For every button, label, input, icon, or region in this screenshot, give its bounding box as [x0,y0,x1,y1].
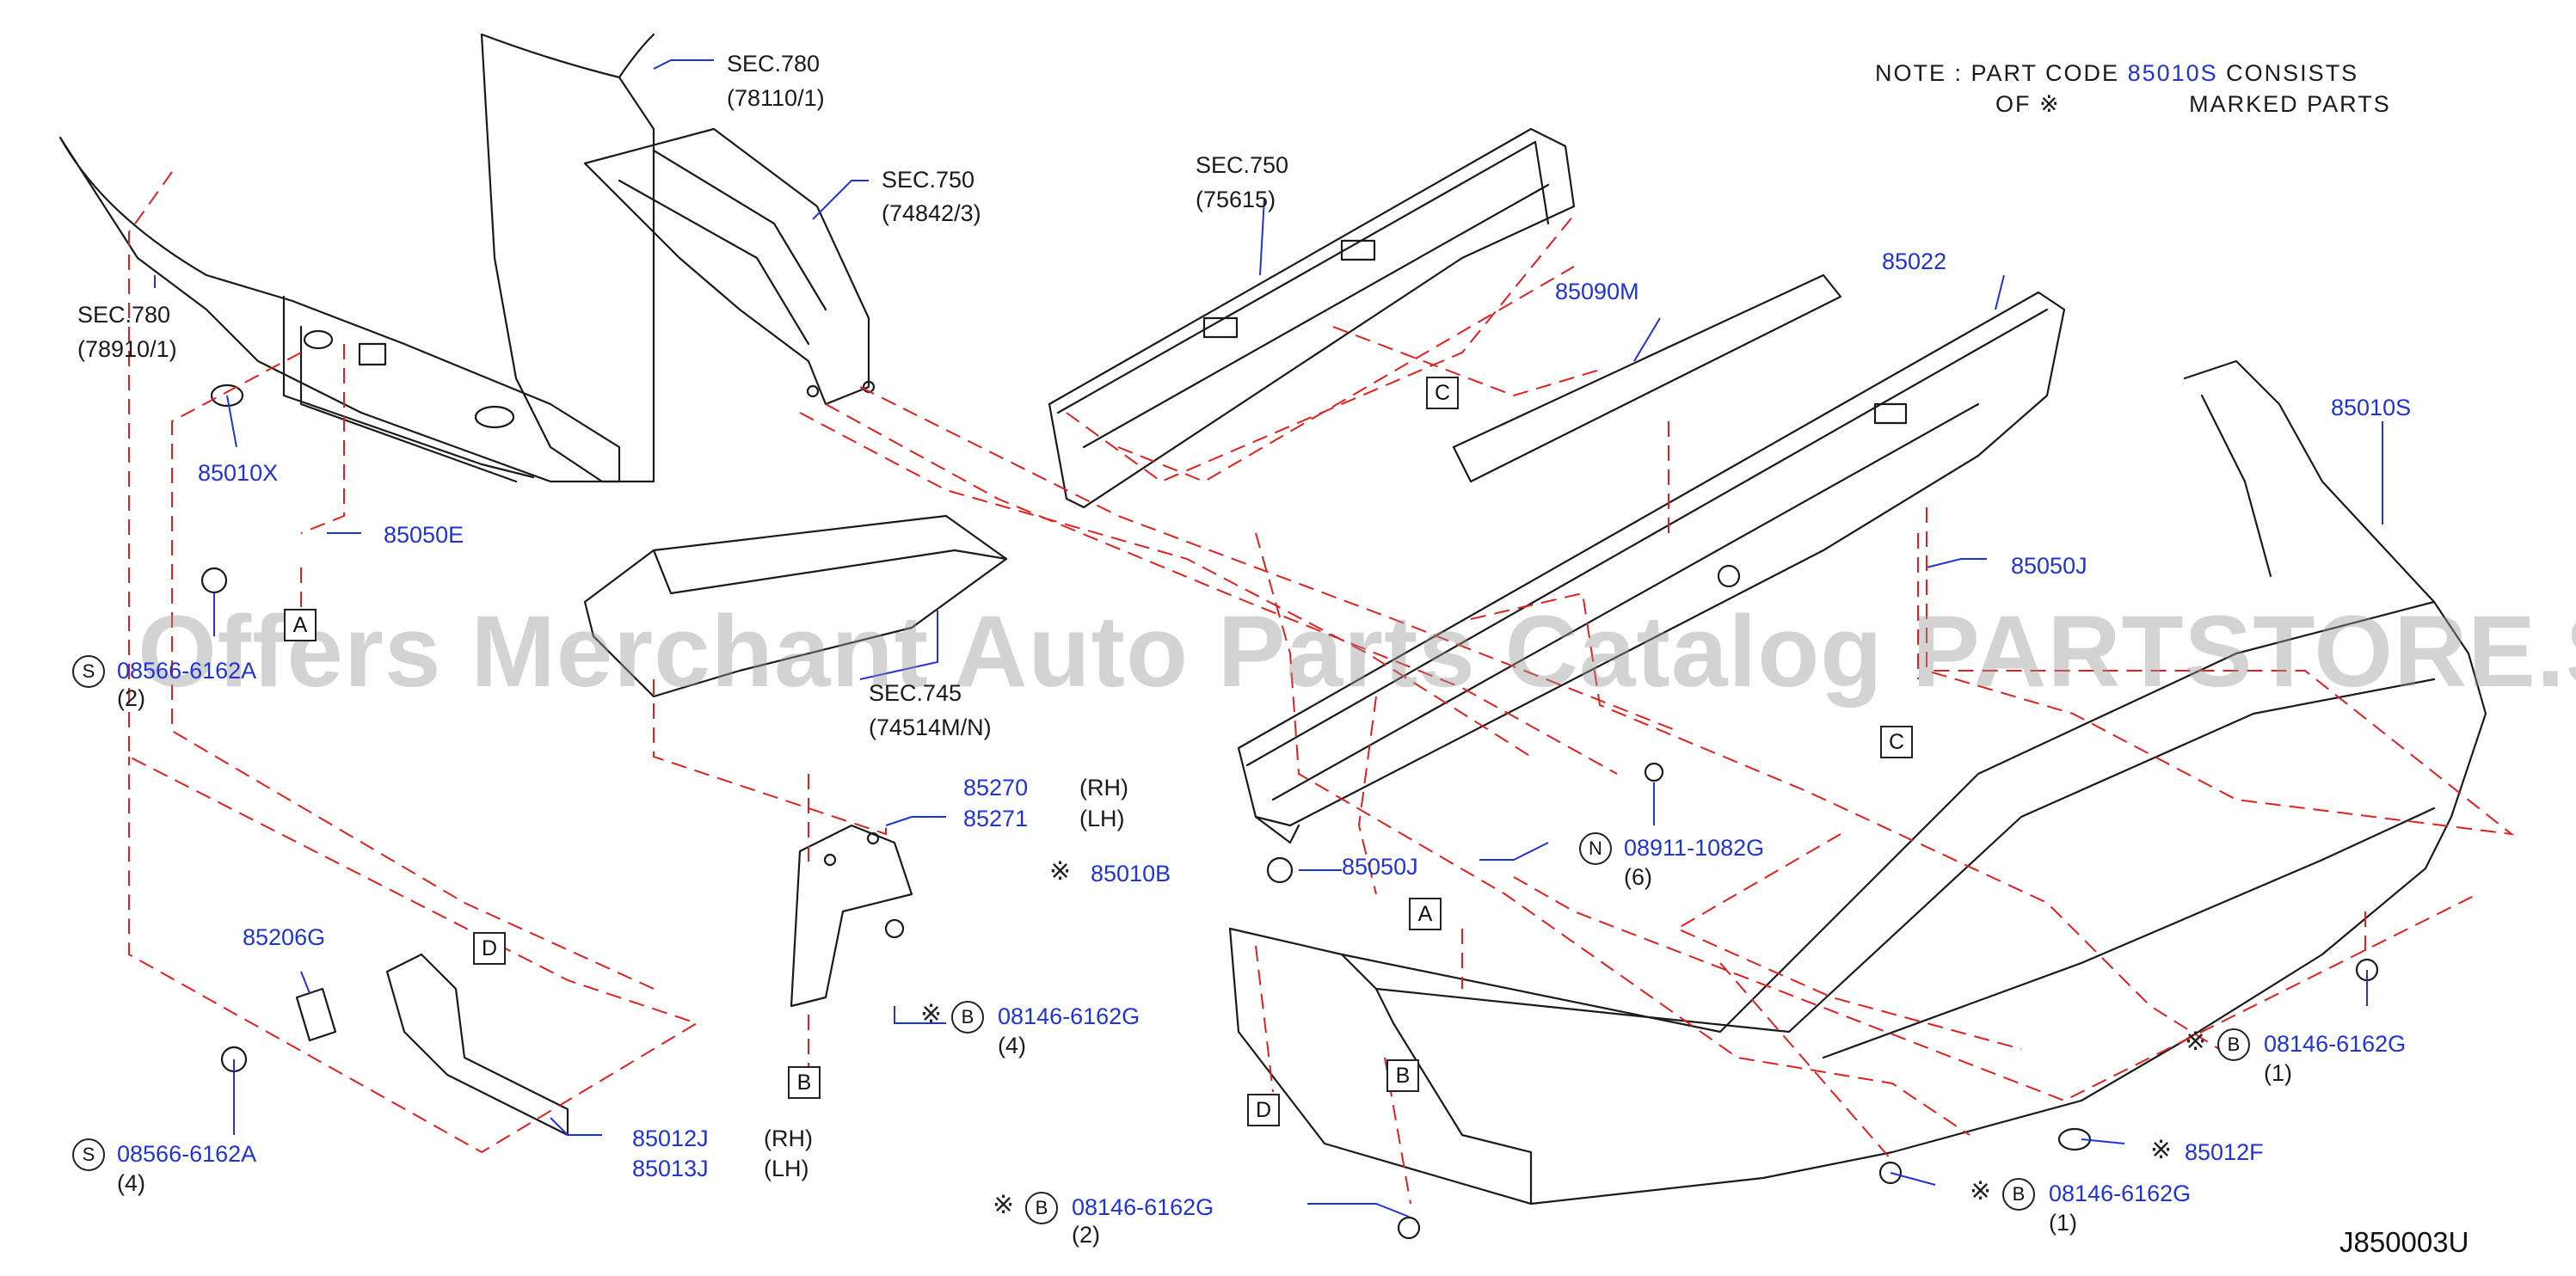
part-85050E-label[interactable]: 85050E [384,522,464,548]
part-85012J-label[interactable]: 85012J [632,1126,709,1151]
prefix-b-right: B [2217,1028,2250,1061]
note-line-2: OF ※ MARKED PARTS [1995,91,2391,118]
part-85010S-label[interactable]: 85010S [2331,395,2412,420]
part-85206G-label[interactable]: 85206G [243,924,326,950]
callout-d-bumper: D [1247,1094,1280,1126]
floor-panel [583,514,1008,698]
part-08566-top-label[interactable]: 08566-6162A [117,658,257,684]
part-08146-mid-label[interactable]: 08146-6162G [998,1003,1140,1029]
side-member [583,127,870,406]
part-08146-bottom-center-label[interactable]: 08146-6162G [1072,1194,1214,1220]
prefix-b-bottom-center: B [1025,1192,1058,1224]
prefix-b-mid: B [951,1001,984,1034]
part-08911-label[interactable]: 08911-1082G [1624,835,1765,861]
note-part-code: 85010S [2127,60,2218,86]
part-85010S-bumper [1228,927,1533,1205]
cross-member [1048,127,1576,509]
qty-08146-bottom-center: (2) [1072,1222,1100,1248]
callout-a-bumper: A [1409,898,1442,930]
part-85090M-label[interactable]: 85090M [1555,279,1639,304]
qty-08146-right: (1) [2264,1060,2292,1086]
note-marked-parts: MARKED PARTS [2189,91,2391,117]
lh-mid: (LH) [1079,806,1125,831]
part-85022-label[interactable]: 85022 [1882,248,1947,274]
mark-85012F: ※ [2150,1136,2173,1164]
qty-08566-top: (2) [117,685,145,711]
qty-08566-bottom: (4) [117,1170,145,1196]
part-85090M-strip [1452,273,1842,483]
callout-b-bracket: B [788,1066,821,1099]
part-85270-label[interactable]: 85270 [963,775,1029,801]
note-mark: ※ [2039,91,2061,117]
part-08146-bottom-right-label[interactable]: 08146-6162G [2049,1181,2192,1206]
prefix-s-top: S [72,655,105,688]
callout-b-bumper: B [1386,1059,1419,1092]
part-85012J-bracket [385,953,569,1137]
sec780-top-label: SEC.780 [727,51,821,77]
prefix-b-bottom-right: B [2002,1178,2035,1211]
part-85012F-label[interactable]: 85012F [2185,1139,2264,1165]
qty-08146-bottom-right: (1) [2049,1210,2077,1236]
sec750-left-label: SEC.750 [882,167,975,193]
callout-d-bracket: D [473,932,506,965]
rh-mid: (RH) [1079,775,1128,801]
qty-08146-mid: (4) [998,1033,1026,1058]
rear-body-panel [480,33,655,483]
sec750-mid-sub: (75615) [1196,187,1276,212]
part-85050J-mid-label[interactable]: 85050J [1342,854,1418,880]
mark-b-bottom-center: ※ [993,1191,1015,1219]
part-08146-right-label[interactable]: 08146-6162G [2264,1031,2407,1057]
part-85050J-right-label[interactable]: 85050J [2011,553,2087,579]
note-suffix: CONSISTS [2226,60,2359,86]
watermark-text: Offers Merchant Auto Parts Catalog PARTS… [138,595,2576,709]
part-85270-bracket [790,824,913,1008]
quarter-panel [58,136,621,483]
sec745-sub: (74514M/N) [869,715,992,740]
mark-b-right: ※ [2185,1028,2207,1056]
part-85010B-label[interactable]: 85010B [1091,861,1171,886]
sec750-mid-label: SEC.750 [1196,152,1289,178]
qty-08911: (6) [1624,864,1652,890]
note-of: OF [1995,91,2032,117]
part-08566-bottom-label[interactable]: 08566-6162A [117,1141,257,1167]
prefix-n: N [1579,832,1612,865]
part-85013J-label[interactable]: 85013J [632,1156,709,1181]
callout-c-bumper: C [1880,726,1913,758]
part-85206G-clip [295,987,337,1042]
note-line-1: NOTE : PART CODE 85010S CONSISTS [1875,60,2358,87]
callout-a-left: A [284,609,317,641]
sec750-left-sub: (74842/3) [882,200,981,226]
mark-b-mid: ※ [920,1000,943,1028]
prefix-s-bottom: S [72,1138,105,1171]
sec780-top-sub: (78110/1) [727,85,825,111]
mark-b-bottom-right: ※ [1970,1177,1992,1205]
sec745-label: SEC.745 [869,680,962,706]
sec780-left-sub: (78910/1) [77,336,177,362]
part-85271-label[interactable]: 85271 [963,806,1029,831]
rh-bottom: (RH) [764,1126,813,1151]
part-85010X-label[interactable]: 85010X [198,460,279,486]
note-prefix: NOTE : PART CODE [1875,60,2120,86]
mark-85010B: ※ [1049,857,1072,886]
lh-bottom: (LH) [764,1156,809,1181]
sec780-left-label: SEC.780 [77,302,171,328]
callout-c-crossmember: C [1426,377,1459,409]
drawing-code: J850003U [2339,1226,2469,1258]
part-85022-reinforcement [1237,291,2066,827]
